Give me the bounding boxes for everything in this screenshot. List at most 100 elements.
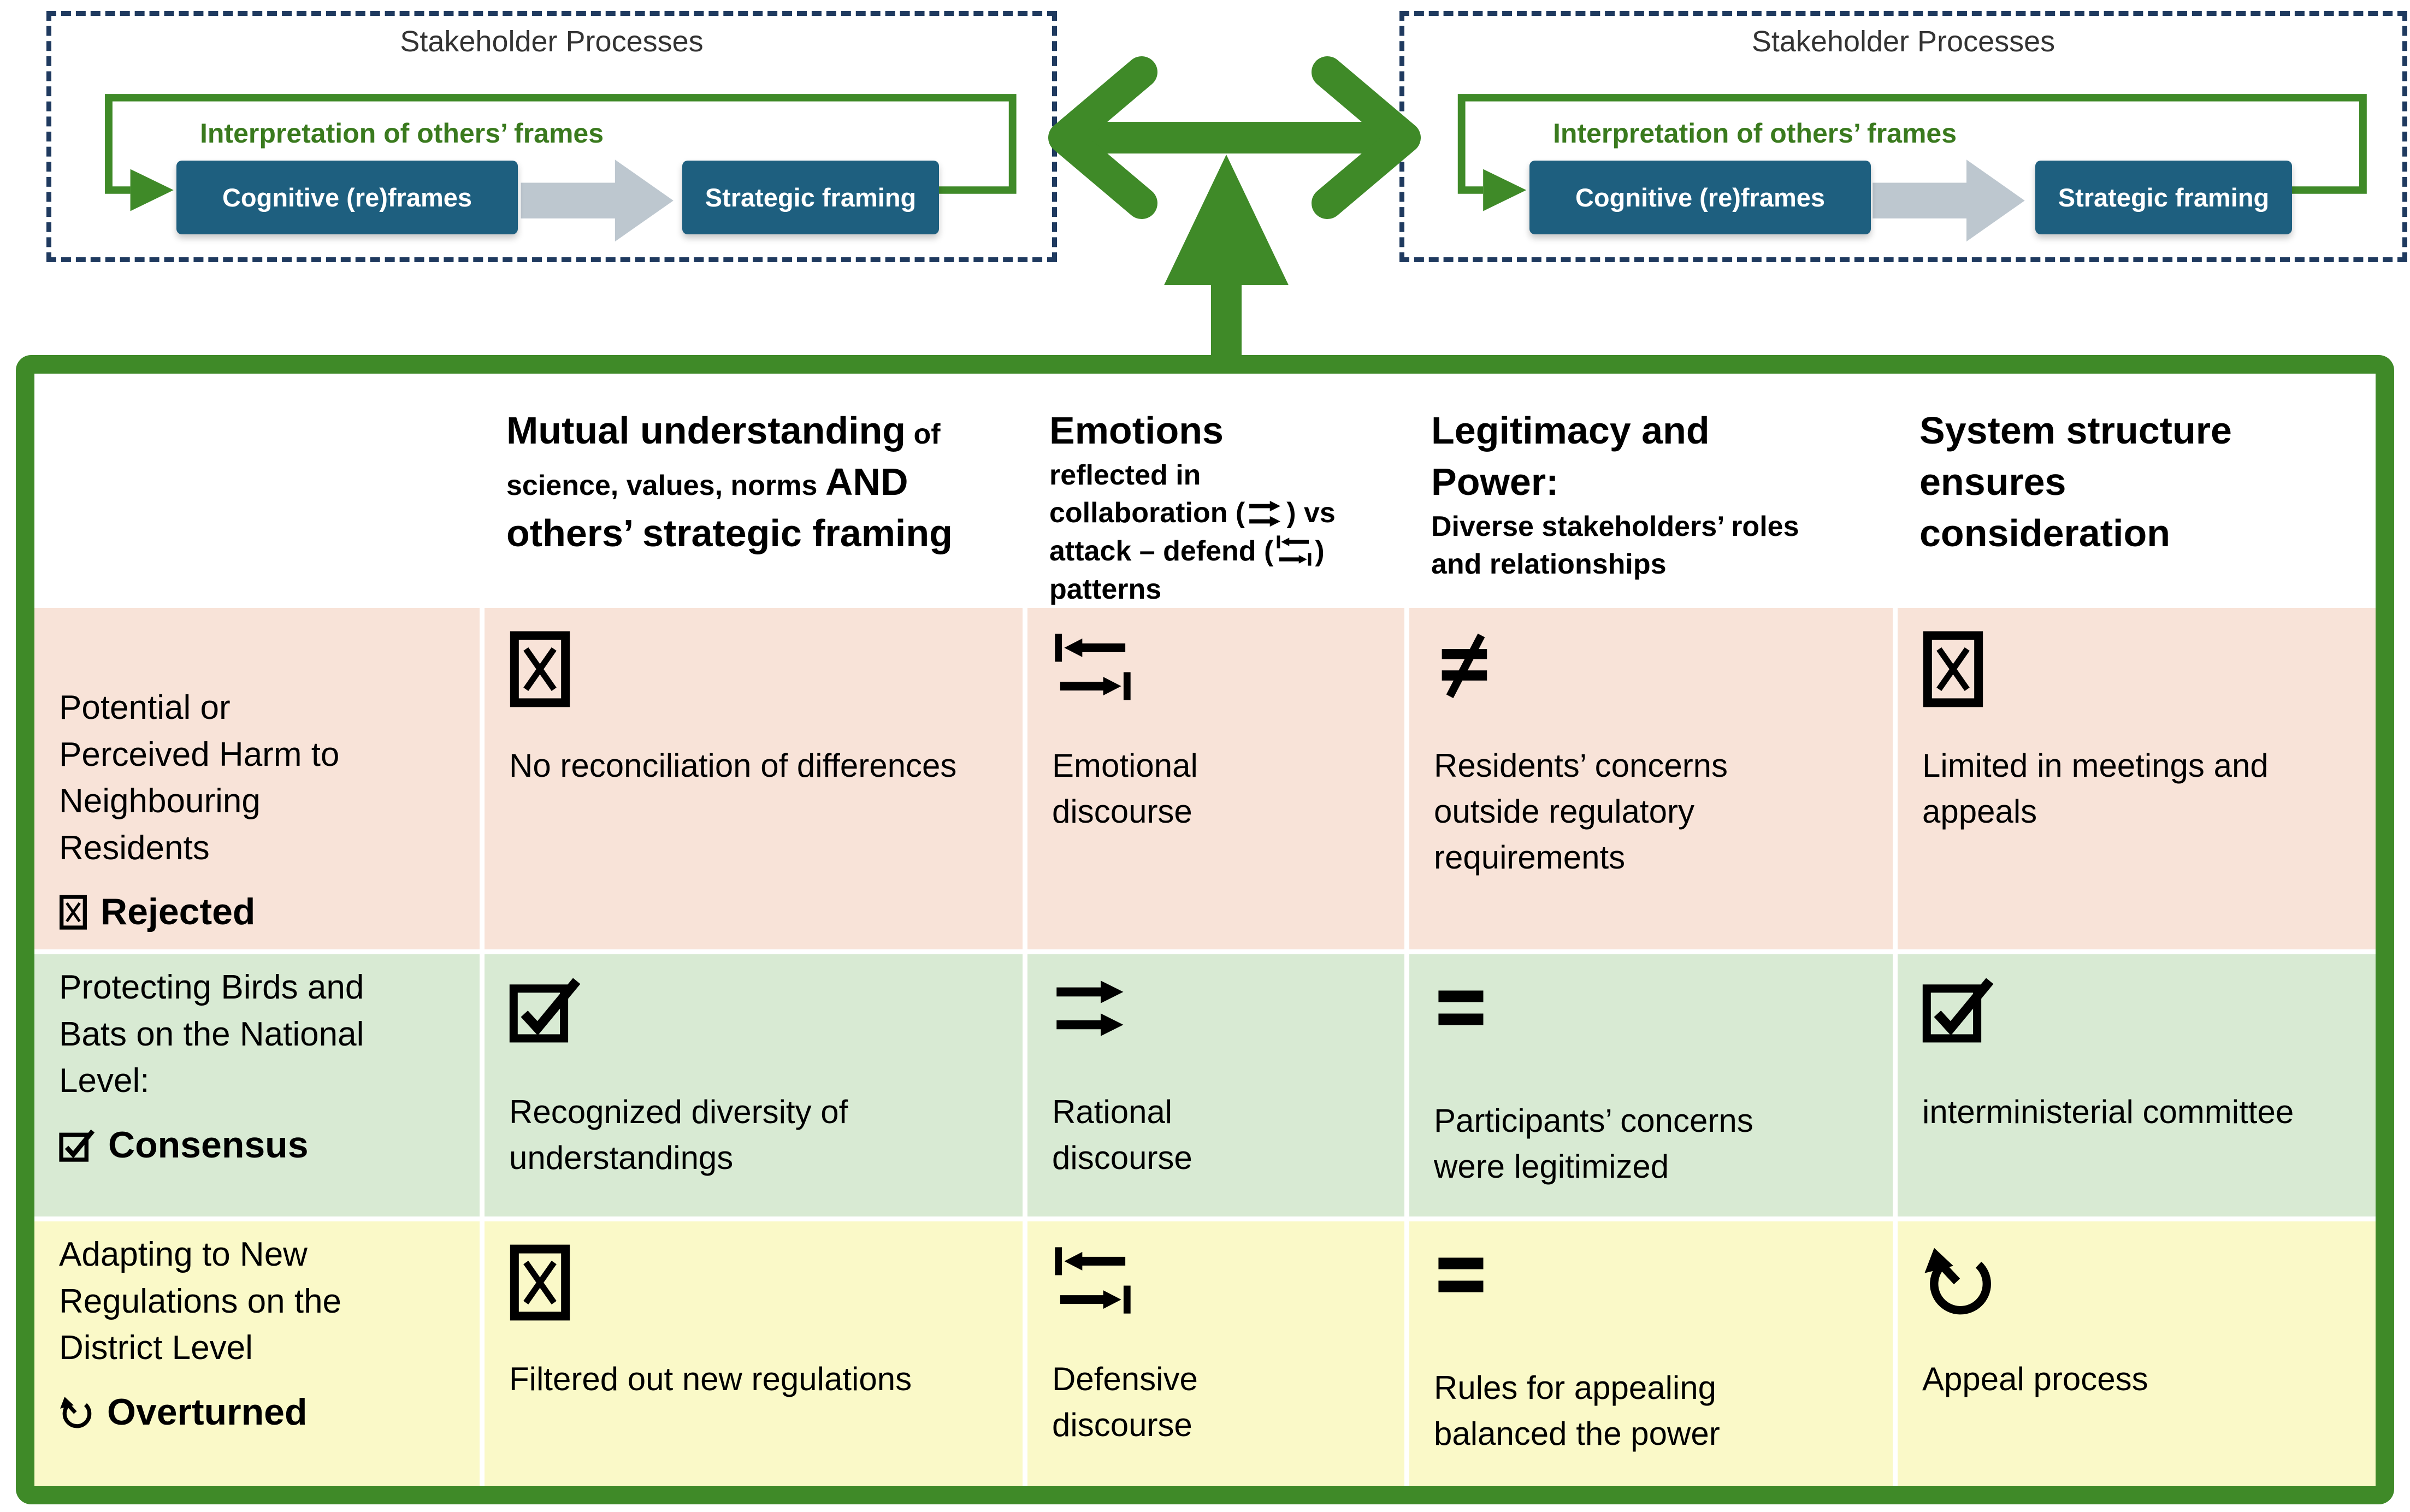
cell-r1-legitimacy-power: Residents’ concerns outside regulatory r… xyxy=(1409,608,1893,949)
cell-text: Appeal process xyxy=(1922,1361,2148,1397)
ccw-arrow-icon xyxy=(1924,1248,1991,1315)
header-text: science, values, norms xyxy=(506,469,825,501)
ballot-x-icon xyxy=(510,1244,570,1321)
cell-r3-mutual-understanding: Filtered out new regulations xyxy=(485,1221,1023,1486)
arrowhead-right-icon xyxy=(1312,56,1421,219)
ballot-check-icon xyxy=(59,1129,95,1162)
table-corner-cell xyxy=(34,374,480,603)
cell-icon-wrap xyxy=(1434,631,1871,713)
up-arrowhead-icon xyxy=(1164,155,1289,285)
cell-r3-emotions: Defensive discourse xyxy=(1027,1221,1404,1486)
header-text: others’ strategic framing xyxy=(506,511,953,554)
cell-text: Filtered out new regulations xyxy=(509,1361,912,1397)
feedback-loop-arrow-icon xyxy=(1457,94,2367,242)
attack-defend-icon xyxy=(1055,634,1131,700)
cell-r1-mutual-understanding: No reconciliation of differences xyxy=(485,608,1023,949)
status-label: Overturned xyxy=(107,1391,308,1433)
ballot-check-icon xyxy=(509,978,581,1043)
cell-r2-emotions: Rational discourse xyxy=(1027,954,1404,1216)
cell-r3-legitimacy-power: Rules for appealing balanced the power xyxy=(1409,1221,1893,1486)
header-text: collaboration ( xyxy=(1049,497,1245,529)
ballot-x-icon xyxy=(1923,631,1983,707)
cell-r2-system-structure: interministerial committee xyxy=(1898,954,2376,1216)
ccw-arrow-icon xyxy=(60,1396,92,1428)
cell-text: Participants’ concerns were legitimized xyxy=(1434,1102,1753,1185)
cell-text: Residents’ concerns outside regulatory r… xyxy=(1434,747,1728,876)
stakeholder-process-box-right: Stakeholder Processes Interpretation of … xyxy=(1399,11,2407,262)
cell-icon-wrap xyxy=(1922,1244,2354,1326)
row-2-status-badge: Consensus xyxy=(59,1120,464,1171)
arrowhead-left-icon xyxy=(1048,56,1157,219)
up-arrow-shaft xyxy=(1211,270,1242,363)
cell-r1-system-structure: Limited in meetings and appeals xyxy=(1898,608,2376,949)
cell-r2-mutual-understanding: Recognized diversity of understandings xyxy=(485,954,1023,1216)
flow-arrow-icon xyxy=(521,160,674,242)
cognitive-reframes-box: Cognitive (re)frames xyxy=(1529,161,1871,234)
cell-icon-wrap xyxy=(1922,631,2354,713)
header-text: reflected in xyxy=(1049,459,1201,491)
column-header-emotions: Emotions reflected in collaboration ( ) vs a… xyxy=(1027,374,1404,605)
header-text: ) xyxy=(1315,535,1325,568)
strategic-framing-box: Strategic framing xyxy=(682,161,939,234)
ballot-check-icon xyxy=(1922,978,1994,1043)
stakeholder-box-title: Stakeholder Processes xyxy=(1751,25,2055,58)
header-text: Mutual understanding xyxy=(506,409,906,452)
cell-text: Recognized diversity of understandings xyxy=(509,1094,848,1176)
row-3-status-badge: Overturned xyxy=(59,1387,464,1438)
collab-icon xyxy=(1056,981,1124,1036)
column-header-mutual-understanding: Mutual understanding of science, values, … xyxy=(485,374,1023,603)
cell-r1-emotions: Emotional discourse xyxy=(1027,608,1404,949)
feedback-loop-arrow-icon xyxy=(105,94,1017,242)
loop-label: Interpretation of others’ frames xyxy=(1553,118,1957,149)
cell-r2-legitimacy-power: Participants’ concerns were legitimized xyxy=(1409,954,1893,1216)
header-text: Emotions xyxy=(1049,409,1224,452)
cell-icon-wrap xyxy=(509,1244,1001,1326)
header-text: Power: xyxy=(1431,460,1559,503)
cell-text: Emotional discourse xyxy=(1052,747,1198,830)
status-label: Consensus xyxy=(108,1124,309,1166)
cell-icon-wrap xyxy=(509,631,1001,713)
cell-icon-wrap xyxy=(1922,977,2354,1059)
cell-icon-wrap xyxy=(509,977,1001,1059)
cell-icon-wrap xyxy=(1434,977,1871,1068)
cell-icon-wrap xyxy=(1434,1244,1871,1335)
header-text: System structure xyxy=(1919,409,2232,452)
header-text: Diverse stakeholders’ roles xyxy=(1431,510,1799,542)
cell-text: Rules for appealing balanced the power xyxy=(1434,1369,1720,1452)
header-text: attack – defend ( xyxy=(1049,535,1274,568)
comparison-table: Mutual understanding of science, values, … xyxy=(16,355,2394,1504)
ballot-x-icon xyxy=(60,895,87,930)
flow-arrow-icon xyxy=(1873,160,2025,242)
header-text: patterns xyxy=(1049,573,1162,605)
status-label: Rejected xyxy=(101,891,256,933)
header-text: consideration xyxy=(1919,511,2170,554)
cell-text: interministerial committee xyxy=(1922,1094,2294,1130)
stakeholder-box-title: Stakeholder Processes xyxy=(400,25,704,58)
header-text: Legitimacy and xyxy=(1431,409,1710,452)
cell-icon-wrap xyxy=(1052,631,1383,713)
not-equal-icon xyxy=(1442,633,1487,699)
cell-text: No reconciliation of differences xyxy=(509,747,957,784)
cell-text: Defensive discourse xyxy=(1052,1361,1198,1443)
stakeholder-process-box-left: Stakeholder Processes Interpretation of … xyxy=(46,11,1057,262)
header-text: and relationships xyxy=(1431,548,1667,581)
attack-defend-icon xyxy=(1277,535,1312,566)
cell-text: Limited in meetings and appeals xyxy=(1922,747,2269,830)
header-text: AND xyxy=(825,460,908,503)
cell-r3-system-structure: Appeal process xyxy=(1898,1221,2376,1486)
header-text: ) vs xyxy=(1286,497,1336,529)
cell-text: Rational discourse xyxy=(1052,1094,1192,1176)
cell-icon-wrap xyxy=(1052,1244,1383,1326)
strategic-framing-box: Strategic framing xyxy=(2035,161,2292,234)
header-text: of xyxy=(906,418,941,450)
equal-icon xyxy=(1438,990,1484,1025)
cell-icon-wrap xyxy=(1052,977,1383,1059)
